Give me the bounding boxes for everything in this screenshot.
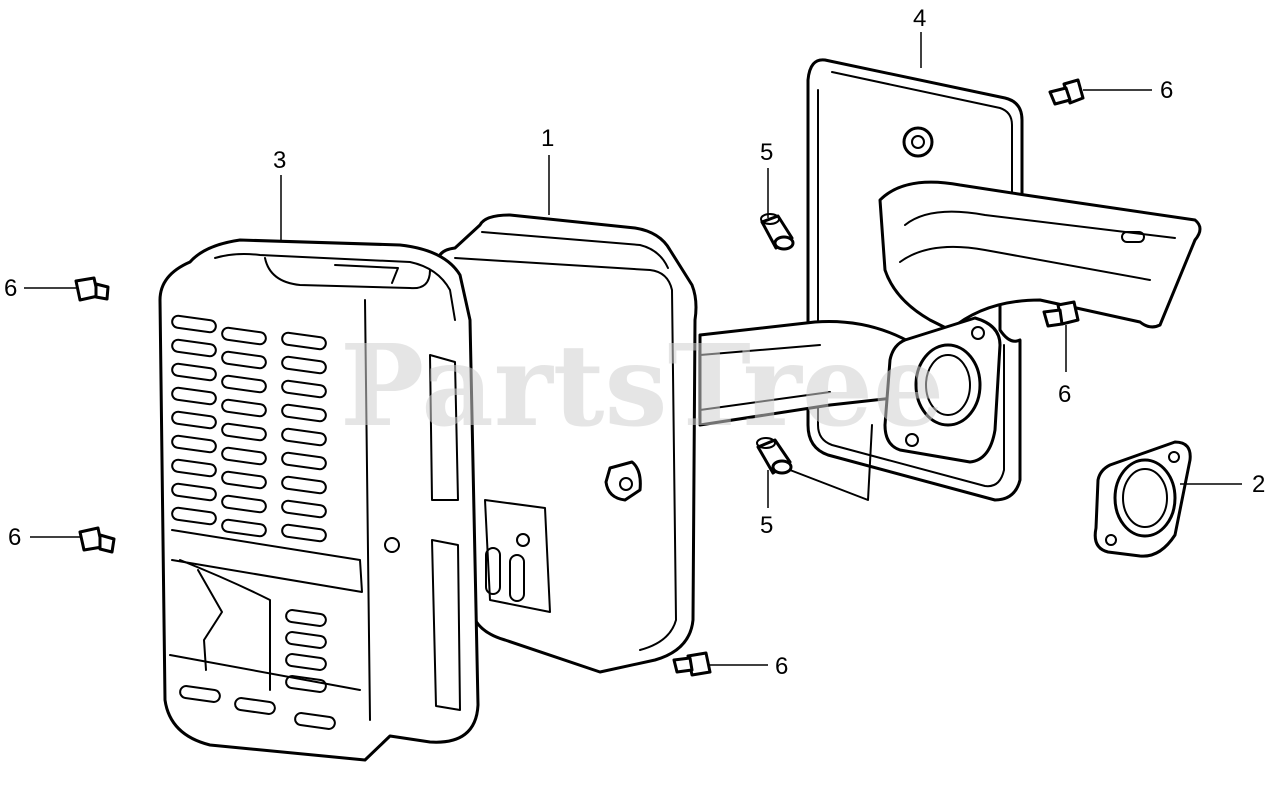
vent-slot — [221, 350, 267, 370]
part-2-gasket — [1093, 440, 1192, 558]
vent-slot — [171, 434, 217, 454]
callout-3: 3 — [273, 147, 286, 174]
callout-6-bottom: 6 — [775, 653, 788, 680]
vent-slot — [281, 355, 327, 375]
vent-slot — [171, 314, 217, 334]
part-5-collar-lower — [756, 437, 793, 475]
callout-4: 4 — [913, 5, 926, 32]
vent-slot — [171, 362, 217, 382]
vent-slot — [221, 374, 267, 394]
vent-slot — [281, 331, 327, 351]
part-6-bolt-bottom — [672, 651, 712, 677]
vent-slot — [171, 338, 217, 358]
vent-slot — [281, 523, 327, 543]
vent-slot — [285, 675, 327, 693]
part-1-muffler — [436, 213, 698, 674]
callout-6-right-middle: 6 — [1058, 381, 1071, 408]
vent-slot — [179, 685, 221, 703]
vent-slot — [285, 631, 327, 649]
vent-slot — [281, 379, 327, 399]
callout-2: 2 — [1252, 471, 1265, 498]
partstree-watermark: PartsTree — [340, 321, 944, 452]
callout-6-left-lower: 6 — [8, 524, 21, 551]
vent-slot — [234, 697, 276, 715]
vent-slot — [221, 326, 267, 346]
part-6-bolt-top-right — [1048, 78, 1085, 106]
part-6-bolt-left-upper — [74, 276, 110, 302]
vent-slot — [294, 712, 336, 730]
callout-labels: 1 2 3 4 5 5 6 6 6 6 6 — [4, 5, 1265, 680]
callout-5-lower: 5 — [760, 512, 773, 539]
vent-slot — [221, 422, 267, 442]
vent-slot — [281, 475, 327, 495]
leader-lines — [24, 32, 1242, 666]
vent-slot — [171, 410, 217, 430]
vent-slot — [171, 482, 217, 502]
part-6-bolt-right-middle — [1042, 300, 1080, 328]
vent-slot — [221, 518, 267, 538]
vent-slot — [281, 427, 327, 447]
guard-vent-slots — [171, 314, 336, 730]
part-6-bolt-left-lower — [78, 526, 116, 554]
callout-1: 1 — [541, 125, 554, 152]
callout-6-top-right: 6 — [1160, 77, 1173, 104]
vent-slot — [171, 386, 217, 406]
vent-slot — [285, 653, 327, 671]
vent-slot — [171, 506, 217, 526]
callout-5-upper: 5 — [760, 139, 773, 166]
vent-slot — [221, 470, 267, 490]
vent-slot — [171, 458, 217, 478]
part-3-muffler-protector — [158, 238, 480, 762]
vent-slot — [221, 494, 267, 514]
vent-slot — [221, 398, 267, 418]
part-4-heat-shield — [698, 58, 1202, 502]
vent-slot — [281, 499, 327, 519]
vent-slot — [281, 451, 327, 471]
vent-slot — [221, 446, 267, 466]
vent-slot — [281, 403, 327, 423]
callout-6-left-upper: 6 — [4, 275, 17, 302]
vent-slot — [285, 609, 327, 627]
part-5-collar-upper — [760, 213, 795, 251]
